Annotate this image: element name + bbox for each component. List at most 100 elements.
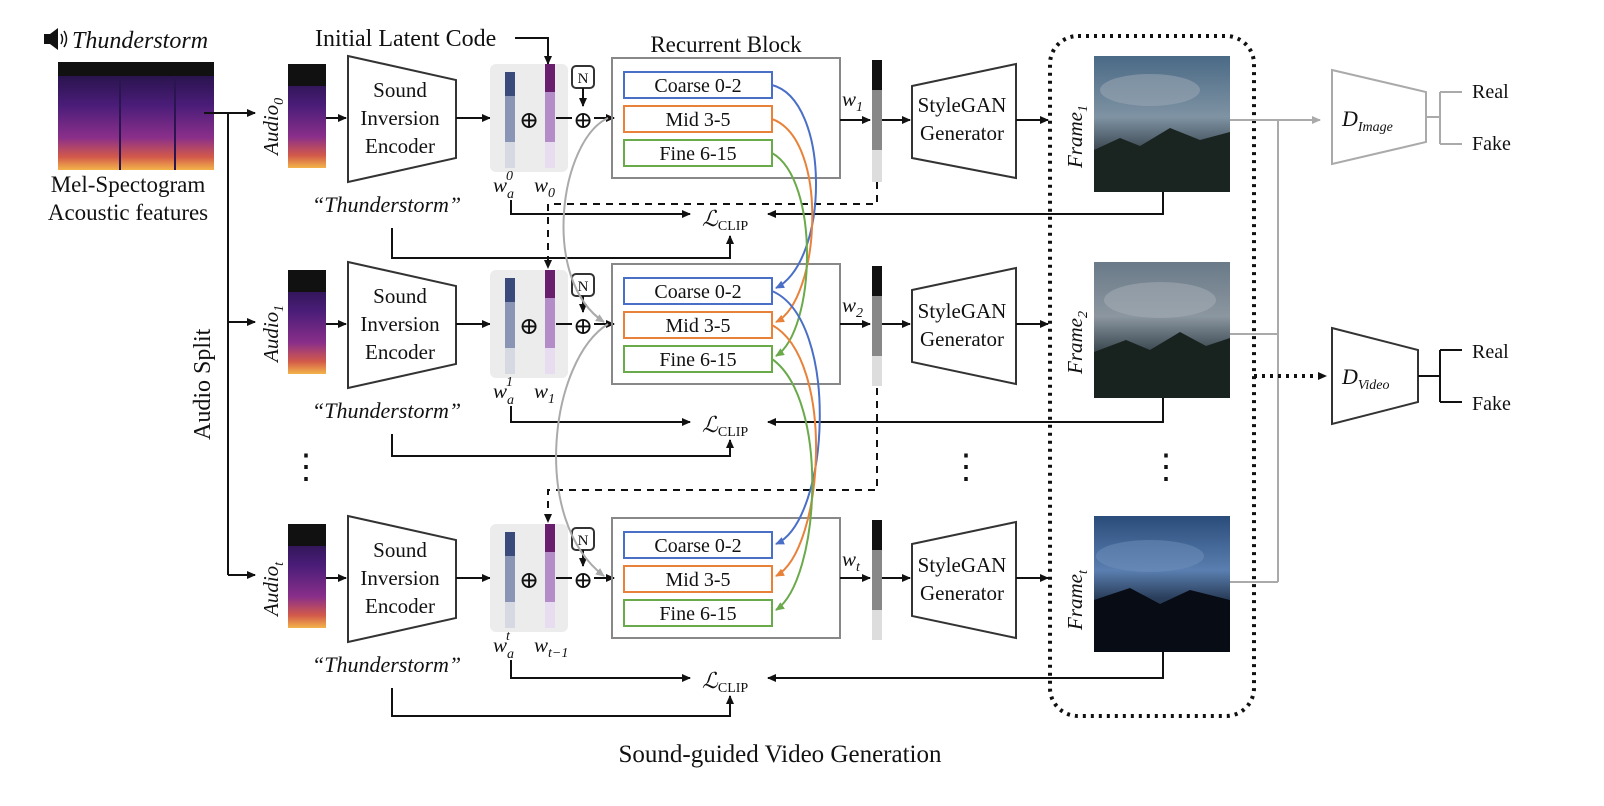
latent-bar-1 [872,266,882,386]
frame-label-1: Frame2 [1063,311,1091,375]
frame-label-0: Frame1 [1063,105,1091,169]
fine-label-1: Fine 6-15 [659,349,736,371]
mid-label-0: Mid 3-5 [666,109,731,131]
generator-label-line1: StyleGAN [918,93,1007,117]
oplus-sum-1: ⊕ [519,314,539,340]
frame-label-t: Framet [1063,569,1091,631]
ellipsis-frame: ⋮ [1149,449,1183,486]
d-image-fake: Fake [1472,133,1511,155]
frames-container [1048,34,1256,718]
generator-label-line2: Generator [920,121,1004,145]
fine-label-t: Fine 6-15 [659,603,736,625]
frame-image-t [1094,516,1230,652]
latent-bar-t [872,520,882,640]
noise-label-t: N [578,533,589,549]
mel-spectrogram [58,62,214,170]
oplus-sum-0: ⊕ [519,108,539,134]
mid-label-t: Mid 3-5 [666,569,731,591]
encoder-label-line2: Inversion [360,106,440,130]
gray-feedback-curves [555,117,609,577]
encoder-label-line2: Inversion [360,566,440,590]
fine-style-0 [623,139,773,167]
figure-caption: Sound-guided Video Generation [619,741,942,768]
oplus-noise-1: ⊕ [573,314,593,340]
encoder-label-line1: Sound [373,284,427,308]
encoder-label-line3: Encoder [365,340,435,364]
audio-title: Thunderstorm [72,28,208,54]
w-label-0: w0 [534,173,555,201]
fine-style-1 [623,345,773,373]
coarse-label-1: Coarse 0-2 [654,281,741,303]
frame-image-0 [1094,56,1230,192]
wa-label-1: wa1 [493,375,514,408]
initial-latent-label: Initial Latent Code [315,26,496,52]
sound-inversion-encoder-1 [347,260,457,390]
text-prompt-t: “Thunderstorm” [312,652,461,677]
mid-style-t [623,565,773,593]
generator-label-line2: Generator [920,581,1004,605]
audio-spectrogram-1 [288,270,326,374]
generator-label-line1: StyleGAN [918,553,1007,577]
generator-label-line1: StyleGAN [918,299,1007,323]
d-image-label: DImage [1341,106,1393,135]
speaker-icon [44,28,68,50]
coarse-label-t: Coarse 0-2 [654,535,741,557]
stylegan-generator-t [911,520,1017,640]
ellipsis-audio: ⋮ [289,449,323,486]
w-label-t: wt−1 [534,633,568,661]
image-discriminator [1331,68,1427,166]
audio-label-t: Audiot [259,561,287,618]
clip-loss-0: ℒCLIP [702,206,748,234]
encoder-label-line1: Sound [373,78,427,102]
discriminator-connectors [1230,116,1327,583]
wa-label-t: wat [493,629,514,662]
stylegan-generator-1 [911,266,1017,386]
encoder-label-line3: Encoder [365,134,435,158]
clip-loss-1: ℒCLIP [702,412,748,440]
text-prompt-1: “Thunderstorm” [312,398,461,423]
mid-label-1: Mid 3-5 [666,315,731,337]
spectrogram-caption-2: Acoustic features [48,200,208,225]
d-video-real: Real [1472,341,1509,363]
encoder-label-line2: Inversion [360,312,440,336]
mid-style-1 [623,311,773,339]
audio-label-1: Audio1 [259,305,287,364]
fine-style-t [623,599,773,627]
d-image-real: Real [1472,81,1509,103]
audio-spectrogram-t [288,524,326,628]
wout-label-t: wt [842,547,861,575]
encoder-label-line1: Sound [373,538,427,562]
oplus-sum-t: ⊕ [519,568,539,594]
clip-loss-t: ℒCLIP [702,668,748,696]
encoder-label-line3: Encoder [365,594,435,618]
row-t: Audiot Sound Inversion Encoder ⊕ ⊕ N wat… [259,514,1230,717]
row-1: Audio1 Sound Inversion Encoder ⊕ ⊕ N wa1… [259,260,1230,523]
frame-image-1 [1094,262,1230,398]
ellipsis-generator: ⋮ [949,449,983,486]
sound-inversion-encoder-0 [347,54,457,184]
generator-label-line2: Generator [920,327,1004,351]
sound-inversion-encoder-t [347,514,457,644]
wout-label-1: w2 [842,293,863,321]
coarse-label-0: Coarse 0-2 [654,75,741,97]
noise-label-0: N [578,71,589,87]
wout-label-0: w1 [842,87,863,115]
w-label-1: w1 [534,379,555,407]
recurrent-block-label: Recurrent Block [650,32,802,57]
text-prompt-0: “Thunderstorm” [312,192,461,217]
wa-label-0: wa0 [493,169,514,202]
latent-bar-0 [872,60,882,182]
audio-split-label: Audio Split [190,328,216,440]
style-routing-curves [771,84,821,611]
coarse-style-t [623,531,773,559]
noise-label-1: N [578,279,589,295]
spectrogram-caption-1: Mel-Spectogram [51,172,206,197]
video-discriminator [1331,326,1419,426]
recurrent-block-0 [611,57,841,179]
d-video-fake: Fake [1472,393,1511,415]
audio-spectrogram-0 [288,64,326,168]
d-video-label: DVideo [1341,364,1390,393]
oplus-noise-t: ⊕ [573,568,593,594]
stylegan-generator-0 [911,62,1017,180]
